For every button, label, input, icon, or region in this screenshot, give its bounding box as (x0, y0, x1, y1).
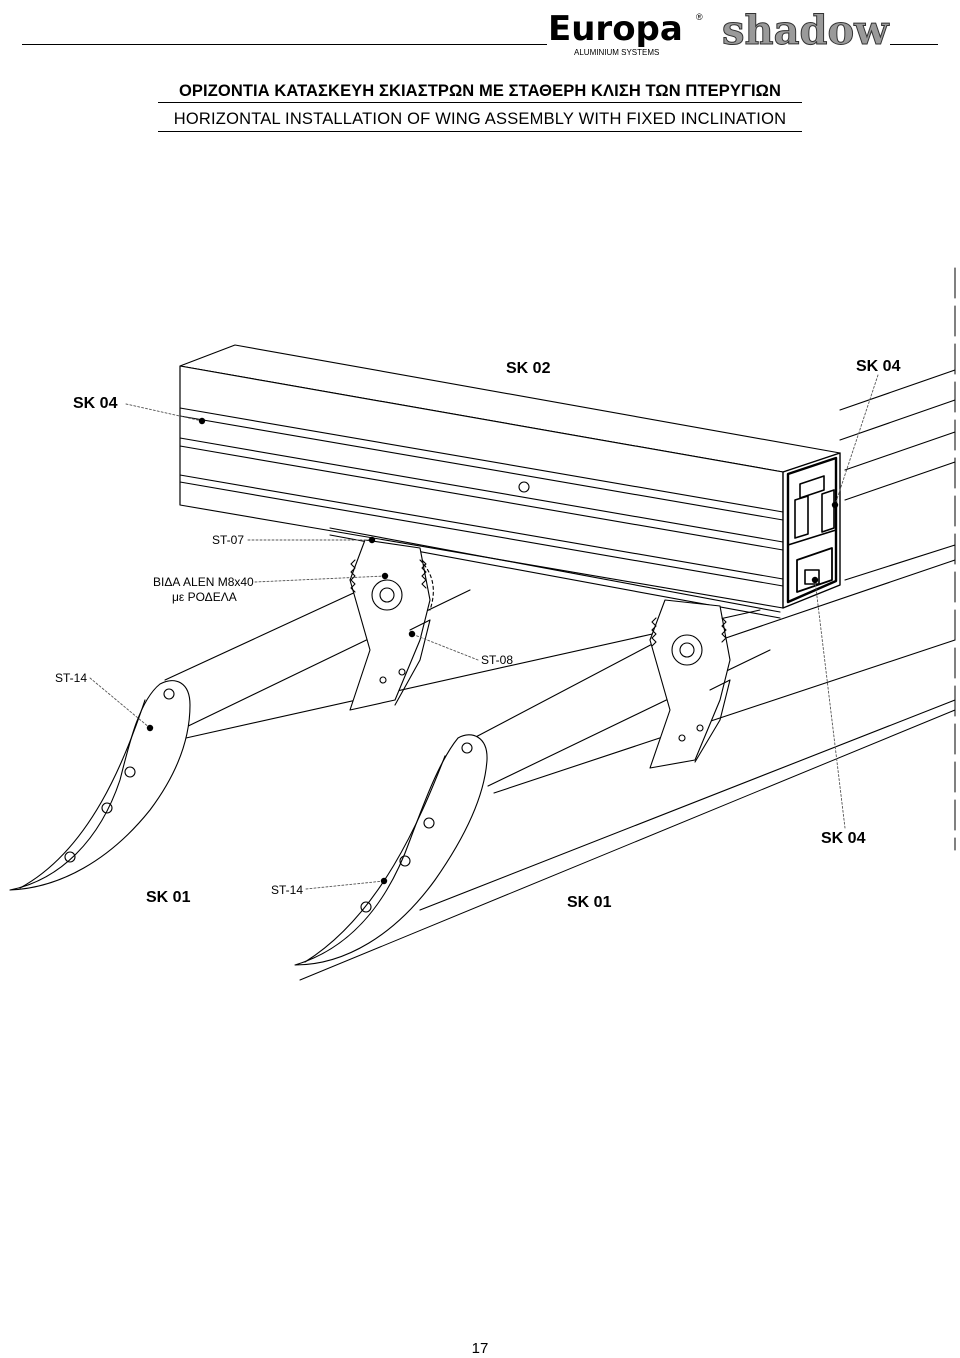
title-english-underline (158, 131, 802, 132)
header-rule-left (22, 44, 547, 45)
header-rule-right (890, 44, 938, 45)
wing-right (294, 599, 956, 966)
wing-assembly-drawing (9, 267, 956, 981)
title-greek-underline (158, 102, 802, 103)
label-st08: ST-08 (481, 653, 514, 667)
label-sk01-left: SK 01 (146, 889, 191, 906)
label-st07: ST-07 (212, 533, 245, 547)
background-profile (839, 369, 956, 581)
main-beam-sk02 (179, 344, 841, 609)
europa-shadow-logo: Europa ALUMINIUM SYSTEMS ® shadow (548, 7, 891, 58)
label-sk02: SK 02 (506, 360, 551, 377)
svg-text:ALUMINIUM SYSTEMS: ALUMINIUM SYSTEMS (574, 48, 659, 57)
label-sk04-left: SK 04 (73, 395, 118, 412)
label-st14-bottom: ST-14 (271, 883, 304, 897)
label-screw-line1: ΒΙΔΑ ALEN M8x40 (153, 575, 254, 589)
leader-dots (146, 417, 839, 885)
beam-screw (518, 481, 530, 493)
title-greek: ΟΡΙΖΟΝΤΙΑ ΚΑΤΑΣΚΕΥΗ ΣΚΙΑΣΤΡΩΝ ΜΕ ΣΤΑΘΕΡΗ… (179, 82, 781, 100)
label-screw-line2: με ΡΟΔΕΛΑ (172, 590, 237, 604)
label-st14-left: ST-14 (55, 671, 88, 685)
beam-end-profile-section (782, 452, 841, 609)
wing-left (9, 539, 761, 891)
svg-text:shadow: shadow (722, 7, 890, 54)
svg-text:Europa: Europa (548, 9, 683, 49)
leader-lines (89, 374, 879, 890)
title-english: HORIZONTAL INSTALLATION OF WING ASSEMBLY… (173, 110, 787, 128)
label-sk04-bottom-right: SK 04 (821, 830, 866, 847)
label-sk01-right: SK 01 (567, 894, 612, 911)
svg-text:®: ® (696, 12, 703, 22)
label-sk04-top-right: SK 04 (856, 358, 901, 375)
lower-long-profile (299, 559, 956, 981)
page-number: 17 (471, 1340, 489, 1357)
